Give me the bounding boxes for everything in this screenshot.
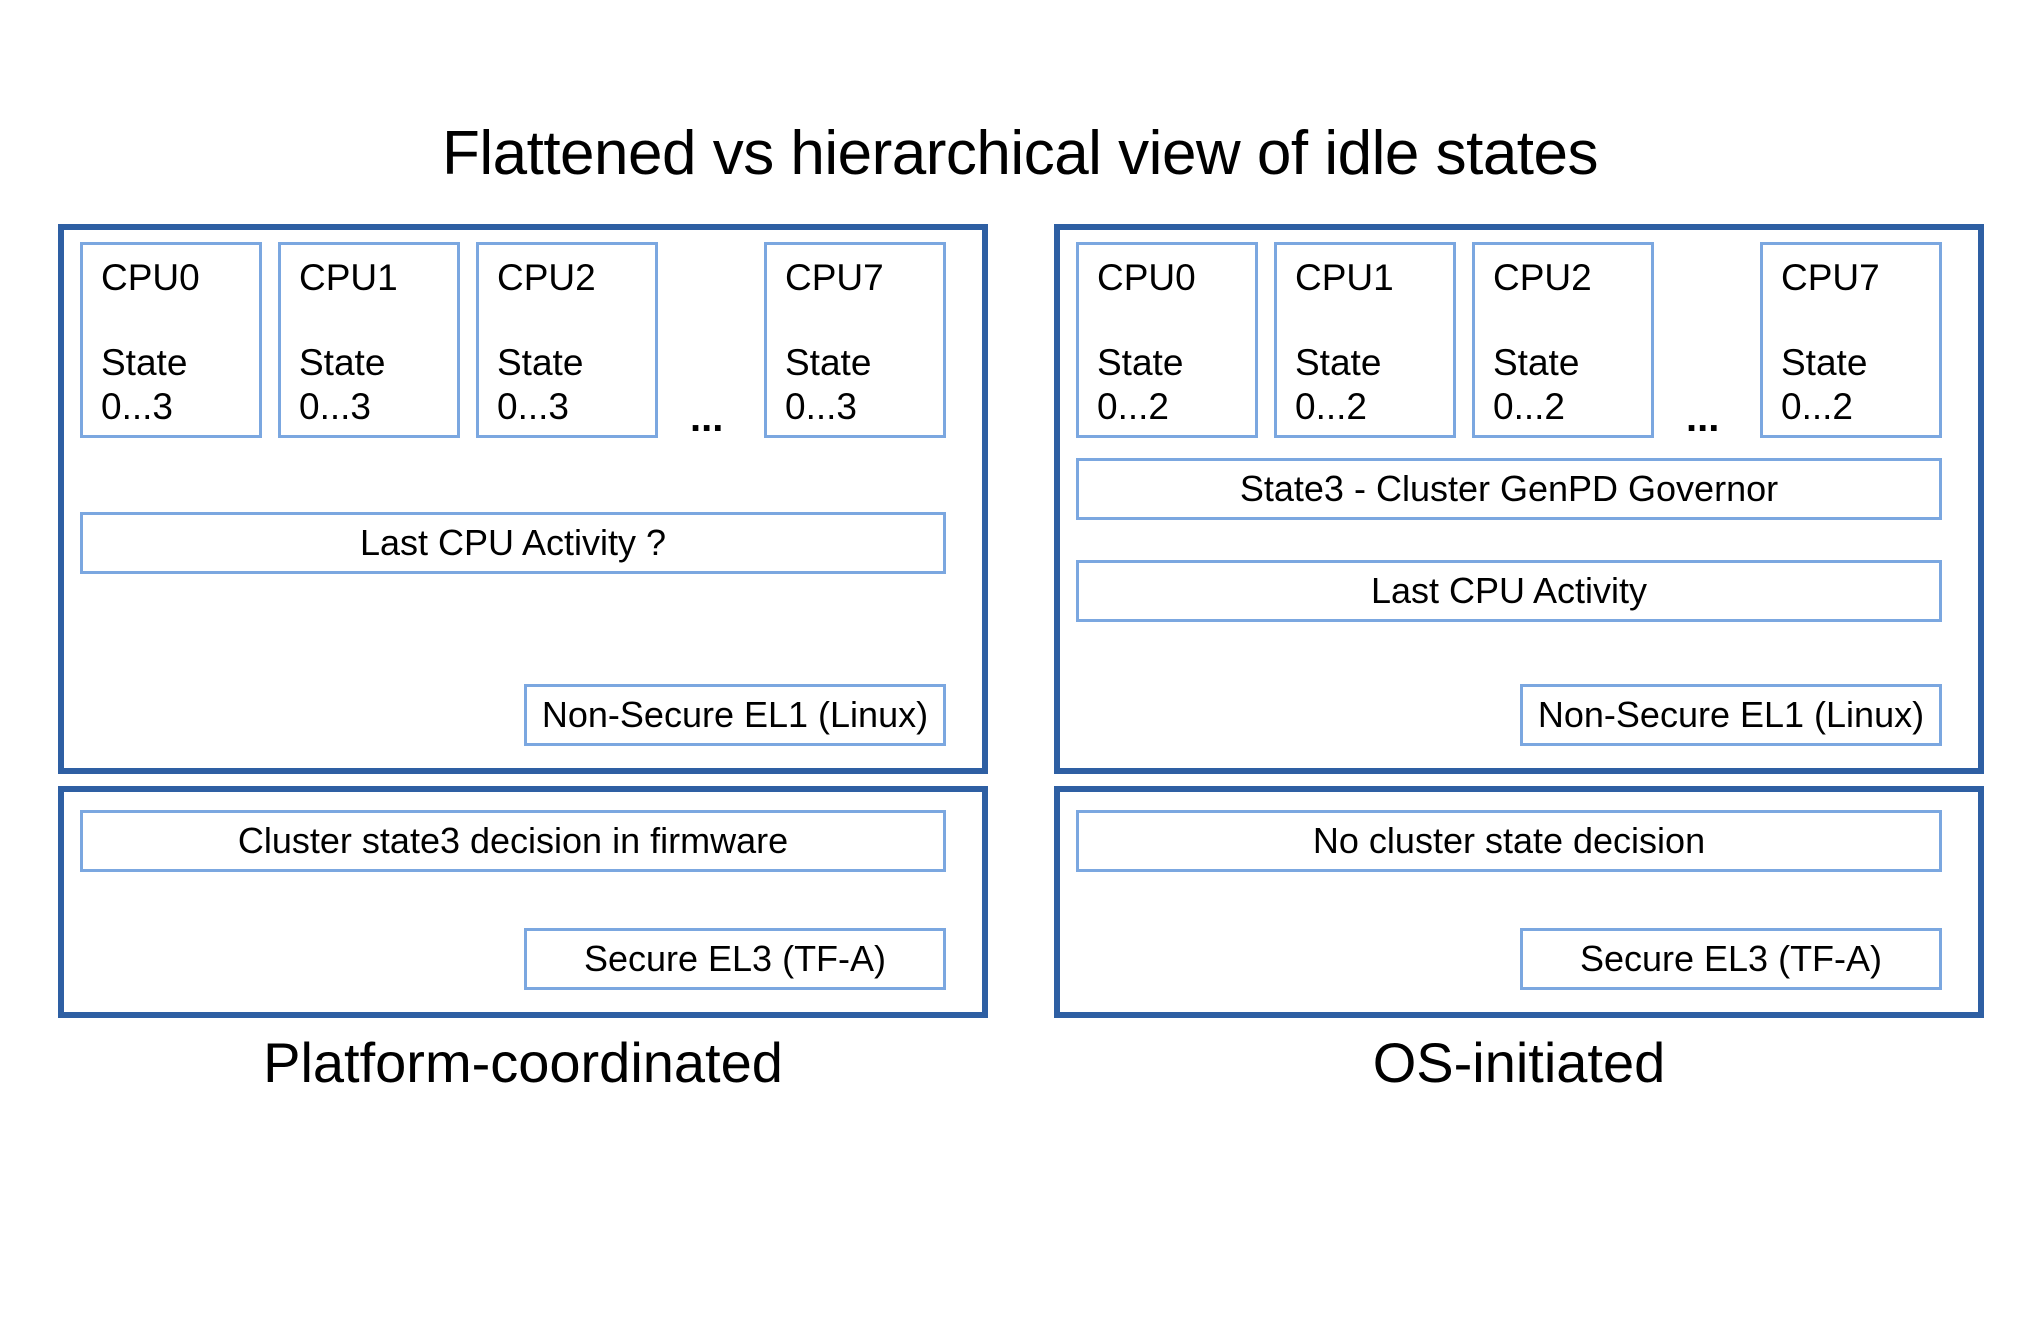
cpu-box-cpu0: CPU0 State 0...3 [80,242,262,438]
cpu-box-cpu1: CPU1 State 0...3 [278,242,460,438]
cpu-box-cpu7: CPU7 State 0...2 [1760,242,1942,438]
last-cpu-activity-box: Last CPU Activity ? [80,512,946,574]
cpu-box-title: CPU7 [785,257,884,298]
column-caption-os-initiated: OS-initiated [1372,1031,1666,1094]
cluster-genpd-governor-box: State3 - Cluster GenPD Governor [1076,458,1942,520]
cpu-box-cpu2: CPU2 State 0...3 [476,242,658,438]
cpu-box-cpu7: CPU7 State 0...3 [764,242,946,438]
cpu-list-ellipsis: ... [690,396,724,440]
cpu-box-state: State 0...3 [299,342,386,427]
os-initiated-os-panel: CPU0 State 0...2 CPU1 State 0...2 CPU2 S… [1054,224,1984,774]
exception-level-badge-el3: Secure EL3 (TF-A) [1520,928,1942,990]
cpu-box-state: State 0...2 [1493,342,1580,427]
cpu-box-state: State 0...2 [1781,342,1868,427]
exception-level-badge-el1: Non-Secure EL1 (Linux) [524,684,946,746]
cpu-box-title: CPU7 [1781,257,1880,298]
cpu-box-title: CPU1 [1295,257,1394,298]
cpu-box-state: State 0...3 [101,342,188,427]
cpu-box-title: CPU0 [1097,257,1196,298]
exception-level-badge-el3: Secure EL3 (TF-A) [524,928,946,990]
cluster-state-decision-box: Cluster state3 decision in firmware [80,810,946,872]
platform-coordinated-os-panel: CPU0 State 0...3 CPU1 State 0...3 CPU2 S… [58,224,988,774]
column-caption-platform-coordinated: Platform-coordinated [263,1031,783,1094]
cluster-state-decision-box: No cluster state decision [1076,810,1942,872]
cpu-box-title: CPU0 [101,257,200,298]
cpu-box-state: State 0...3 [785,342,872,427]
cpu-box-title: CPU2 [1493,257,1592,298]
cpu-box-state: State 0...2 [1097,342,1184,427]
exception-level-badge-el1: Non-Secure EL1 (Linux) [1520,684,1942,746]
platform-coordinated-firmware-panel: Cluster state3 decision in firmware Secu… [58,786,988,1018]
cpu-list-ellipsis: ... [1686,396,1720,440]
cpu-box-state: State 0...3 [497,342,584,427]
os-initiated-firmware-panel: No cluster state decision Secure EL3 (TF… [1054,786,1984,1018]
cpu-box-title: CPU1 [299,257,398,298]
cpu-box-title: CPU2 [497,257,596,298]
last-cpu-activity-box: Last CPU Activity [1076,560,1942,622]
cpu-box-state: State 0...2 [1295,342,1382,427]
cpu-box-cpu1: CPU1 State 0...2 [1274,242,1456,438]
cpu-box-cpu0: CPU0 State 0...2 [1076,242,1258,438]
cpu-box-cpu2: CPU2 State 0...2 [1472,242,1654,438]
page-title: Flattened vs hierarchical view of idle s… [441,119,1599,188]
